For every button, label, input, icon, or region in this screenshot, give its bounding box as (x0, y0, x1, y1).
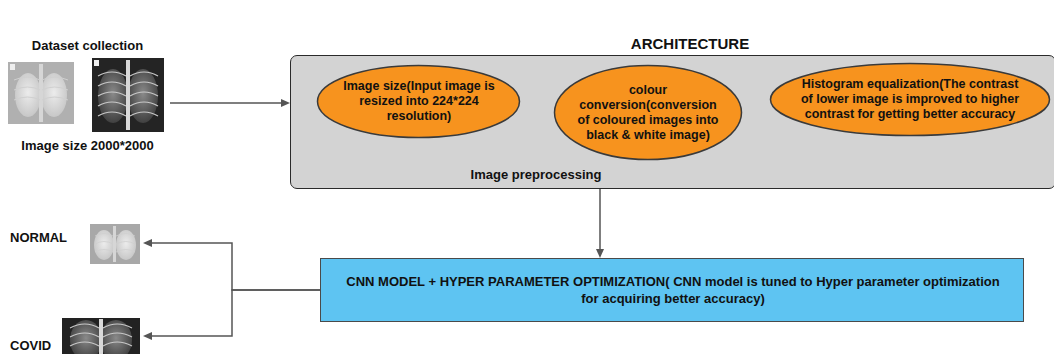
connector-line (152, 243, 320, 290)
arrow-head (143, 332, 152, 340)
preprocessing-panel: Image preprocessing Image size(Input imag… (290, 55, 1054, 189)
oval-fill (555, 66, 742, 160)
output-class: COVID (8, 318, 143, 354)
node-label: Histogram equalization(The contrast of l… (800, 77, 1020, 122)
connector-line (599, 189, 601, 249)
oval-fill (318, 66, 520, 138)
process-oval: Histogram equalization(The contrast of l… (769, 62, 1051, 137)
dataset-group: Dataset collectionImage size 2000*2000 (5, 30, 170, 160)
xray-image (62, 318, 140, 354)
connector (143, 290, 320, 340)
connector-line (152, 290, 320, 336)
xray-image (8, 62, 74, 124)
connector-line (170, 102, 281, 104)
process-oval: Image size(Input image is resized into 2… (316, 64, 521, 139)
connector (596, 189, 604, 258)
process-oval: colour conversion(conversion of coloured… (553, 64, 743, 161)
arrow-head (281, 99, 290, 107)
arrow-head (596, 249, 604, 258)
node-label: CNN MODEL + HYPER PARAMETER OPTIMIZATION… (341, 273, 1005, 307)
diagram-title: ARCHITECTURE (540, 35, 840, 52)
node-label: NORMAL (10, 230, 67, 245)
node-label: Dataset collection (5, 38, 170, 53)
arrow-head (143, 239, 152, 247)
node-label: COVID (10, 338, 51, 353)
oval-outline (553, 64, 743, 161)
oval-fill (771, 64, 1050, 136)
xray-image (90, 224, 140, 264)
node-caption: Image size 2000*2000 (5, 138, 170, 153)
output-class: NORMAL (8, 222, 143, 264)
xray-image (92, 58, 164, 132)
connector (143, 239, 320, 290)
node-label: Image size(Input image is resized into 2… (339, 79, 499, 124)
model-box: CNN MODEL + HYPER PARAMETER OPTIMIZATION… (320, 258, 1024, 322)
node-label: Image preprocessing (291, 167, 781, 182)
node-label: colour conversion(conversion of coloured… (574, 83, 722, 143)
connector (170, 99, 290, 107)
